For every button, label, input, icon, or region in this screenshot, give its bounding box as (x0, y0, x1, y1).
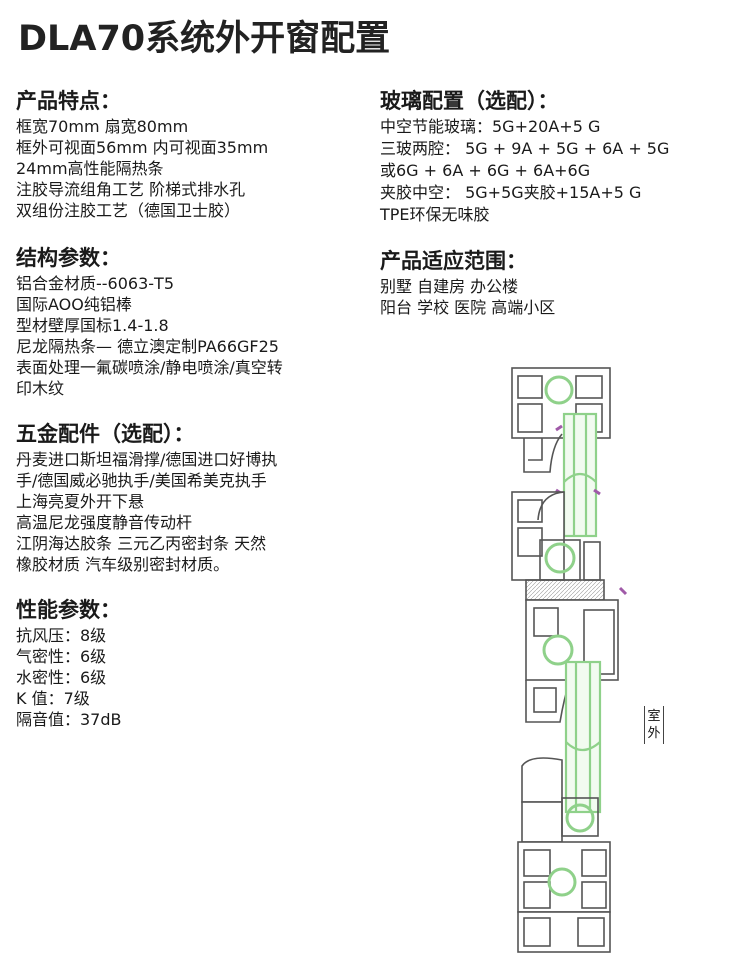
glass-section: 玻璃配置（选配）： 中空节能玻璃：5G+20A+5 G 三玻两腔： 5G + 9… (380, 88, 725, 226)
sash-profile (511, 491, 605, 601)
features-line: 框宽70mm 扇宽80mm (16, 117, 189, 136)
scope-line: 阳台 学校 医院 高端小区 (380, 298, 556, 317)
scope-section: 产品适应范围： 别墅 自建房 办公楼 阳台 学校 医院 高端小区 (380, 248, 725, 318)
hardware-line: 橡胶材质 汽车级别密封材质。 (16, 555, 230, 574)
page-title: DLA70系统外开窗配置 (18, 19, 391, 59)
hardware-line: 高温尼龙强度静音传动杆 (16, 513, 193, 532)
hardware-section: 五金配件（选配）： 丹麦进口斯坦福滑撑/德国进口好博执 手/德国威必驰执手/美国… (16, 421, 371, 575)
features-section: 产品特点： 框宽70mm 扇宽80mm 框外可视面56mm 内可视面35mm 2… (16, 88, 371, 221)
features-line: 框外可视面56mm 内可视面35mm (16, 138, 269, 157)
features-line: 24mm高性能隔热条 (16, 159, 164, 178)
structure-line: 国际AOO纯铝棒 (16, 295, 132, 314)
structure-line: 型材壁厚国标1.4-1.8 (16, 316, 169, 335)
features-line: 注胶导流组角工艺 阶梯式排水孔 (16, 180, 246, 199)
glass-line: 中空节能玻璃：5G+20A+5 G (380, 117, 601, 136)
glass-lower (564, 660, 602, 814)
structure-line: 表面处理一氟碳喷涂/静电喷涂/真空转 (16, 358, 283, 377)
outside-label-text: 室外 (647, 709, 661, 741)
hardware-line: 江阴海达胶条 三元乙丙密封条 天然 (16, 534, 267, 553)
scope-line: 别墅 自建房 办公楼 (380, 277, 519, 296)
performance-line: 抗风压：8级 (16, 626, 107, 645)
left-column: 产品特点： 框宽70mm 扇宽80mm 框外可视面56mm 内可视面35mm 2… (16, 88, 371, 748)
mullion-profile (525, 599, 619, 723)
structure-line: 尼龙隔热条— 德立澳定制PA66GF25 (16, 337, 279, 356)
performance-line: 气密性：6级 (16, 647, 107, 666)
outside-label: 室外 (644, 706, 664, 744)
features-heading: 产品特点： (16, 89, 121, 113)
performance-section: 性能参数： 抗风压：8级 气密性：6级 水密性：6级 K 值：7级 隔音值：37… (16, 597, 371, 730)
hardware-line: 手/德国威必驰执手/美国希美克执手 (16, 471, 267, 490)
performance-heading: 性能参数： (16, 598, 121, 622)
glass-line: 或6G + 6A + 6G + 6A+6G (380, 161, 591, 180)
performance-line: 水密性：6级 (16, 668, 107, 687)
hardware-line: 上海亮夏外开下悬 (16, 492, 145, 511)
glass-upper (562, 412, 598, 538)
structure-line: 印木纹 (16, 379, 65, 398)
hardware-heading: 五金配件（选配）： (16, 422, 195, 446)
glass-line: TPE环保无味胶 (380, 205, 490, 224)
glass-heading: 玻璃配置（选配）： (380, 89, 559, 113)
structure-line: 铝合金材质--6063-T5 (16, 274, 174, 293)
structure-section: 结构参数： 铝合金材质--6063-T5 国际AOO纯铝棒 型材壁厚国标1.4-… (16, 245, 371, 399)
scope-heading: 产品适应范围： (380, 249, 527, 273)
glass-line: 夹胶中空： 5G+5G夹胶+15A+5 G (380, 183, 642, 202)
performance-line: K 值：7级 (16, 689, 90, 708)
hardware-line: 丹麦进口斯坦福滑撑/德国进口好博执 (16, 450, 278, 469)
features-line: 双组份注胶工艺（德国卫士胶） (16, 201, 241, 220)
glass-line: 三玻两腔： 5G + 9A + 5G + 6A + 5G (380, 139, 670, 158)
structure-heading: 结构参数： (16, 246, 121, 270)
right-column: 玻璃配置（选配）： 中空节能玻璃：5G+20A+5 G 三玻两腔： 5G + 9… (380, 88, 725, 336)
window-profile-cross-section (511, 367, 628, 953)
bottom-frame-profile (517, 757, 611, 953)
performance-line: 隔音值：37dB (16, 710, 122, 729)
